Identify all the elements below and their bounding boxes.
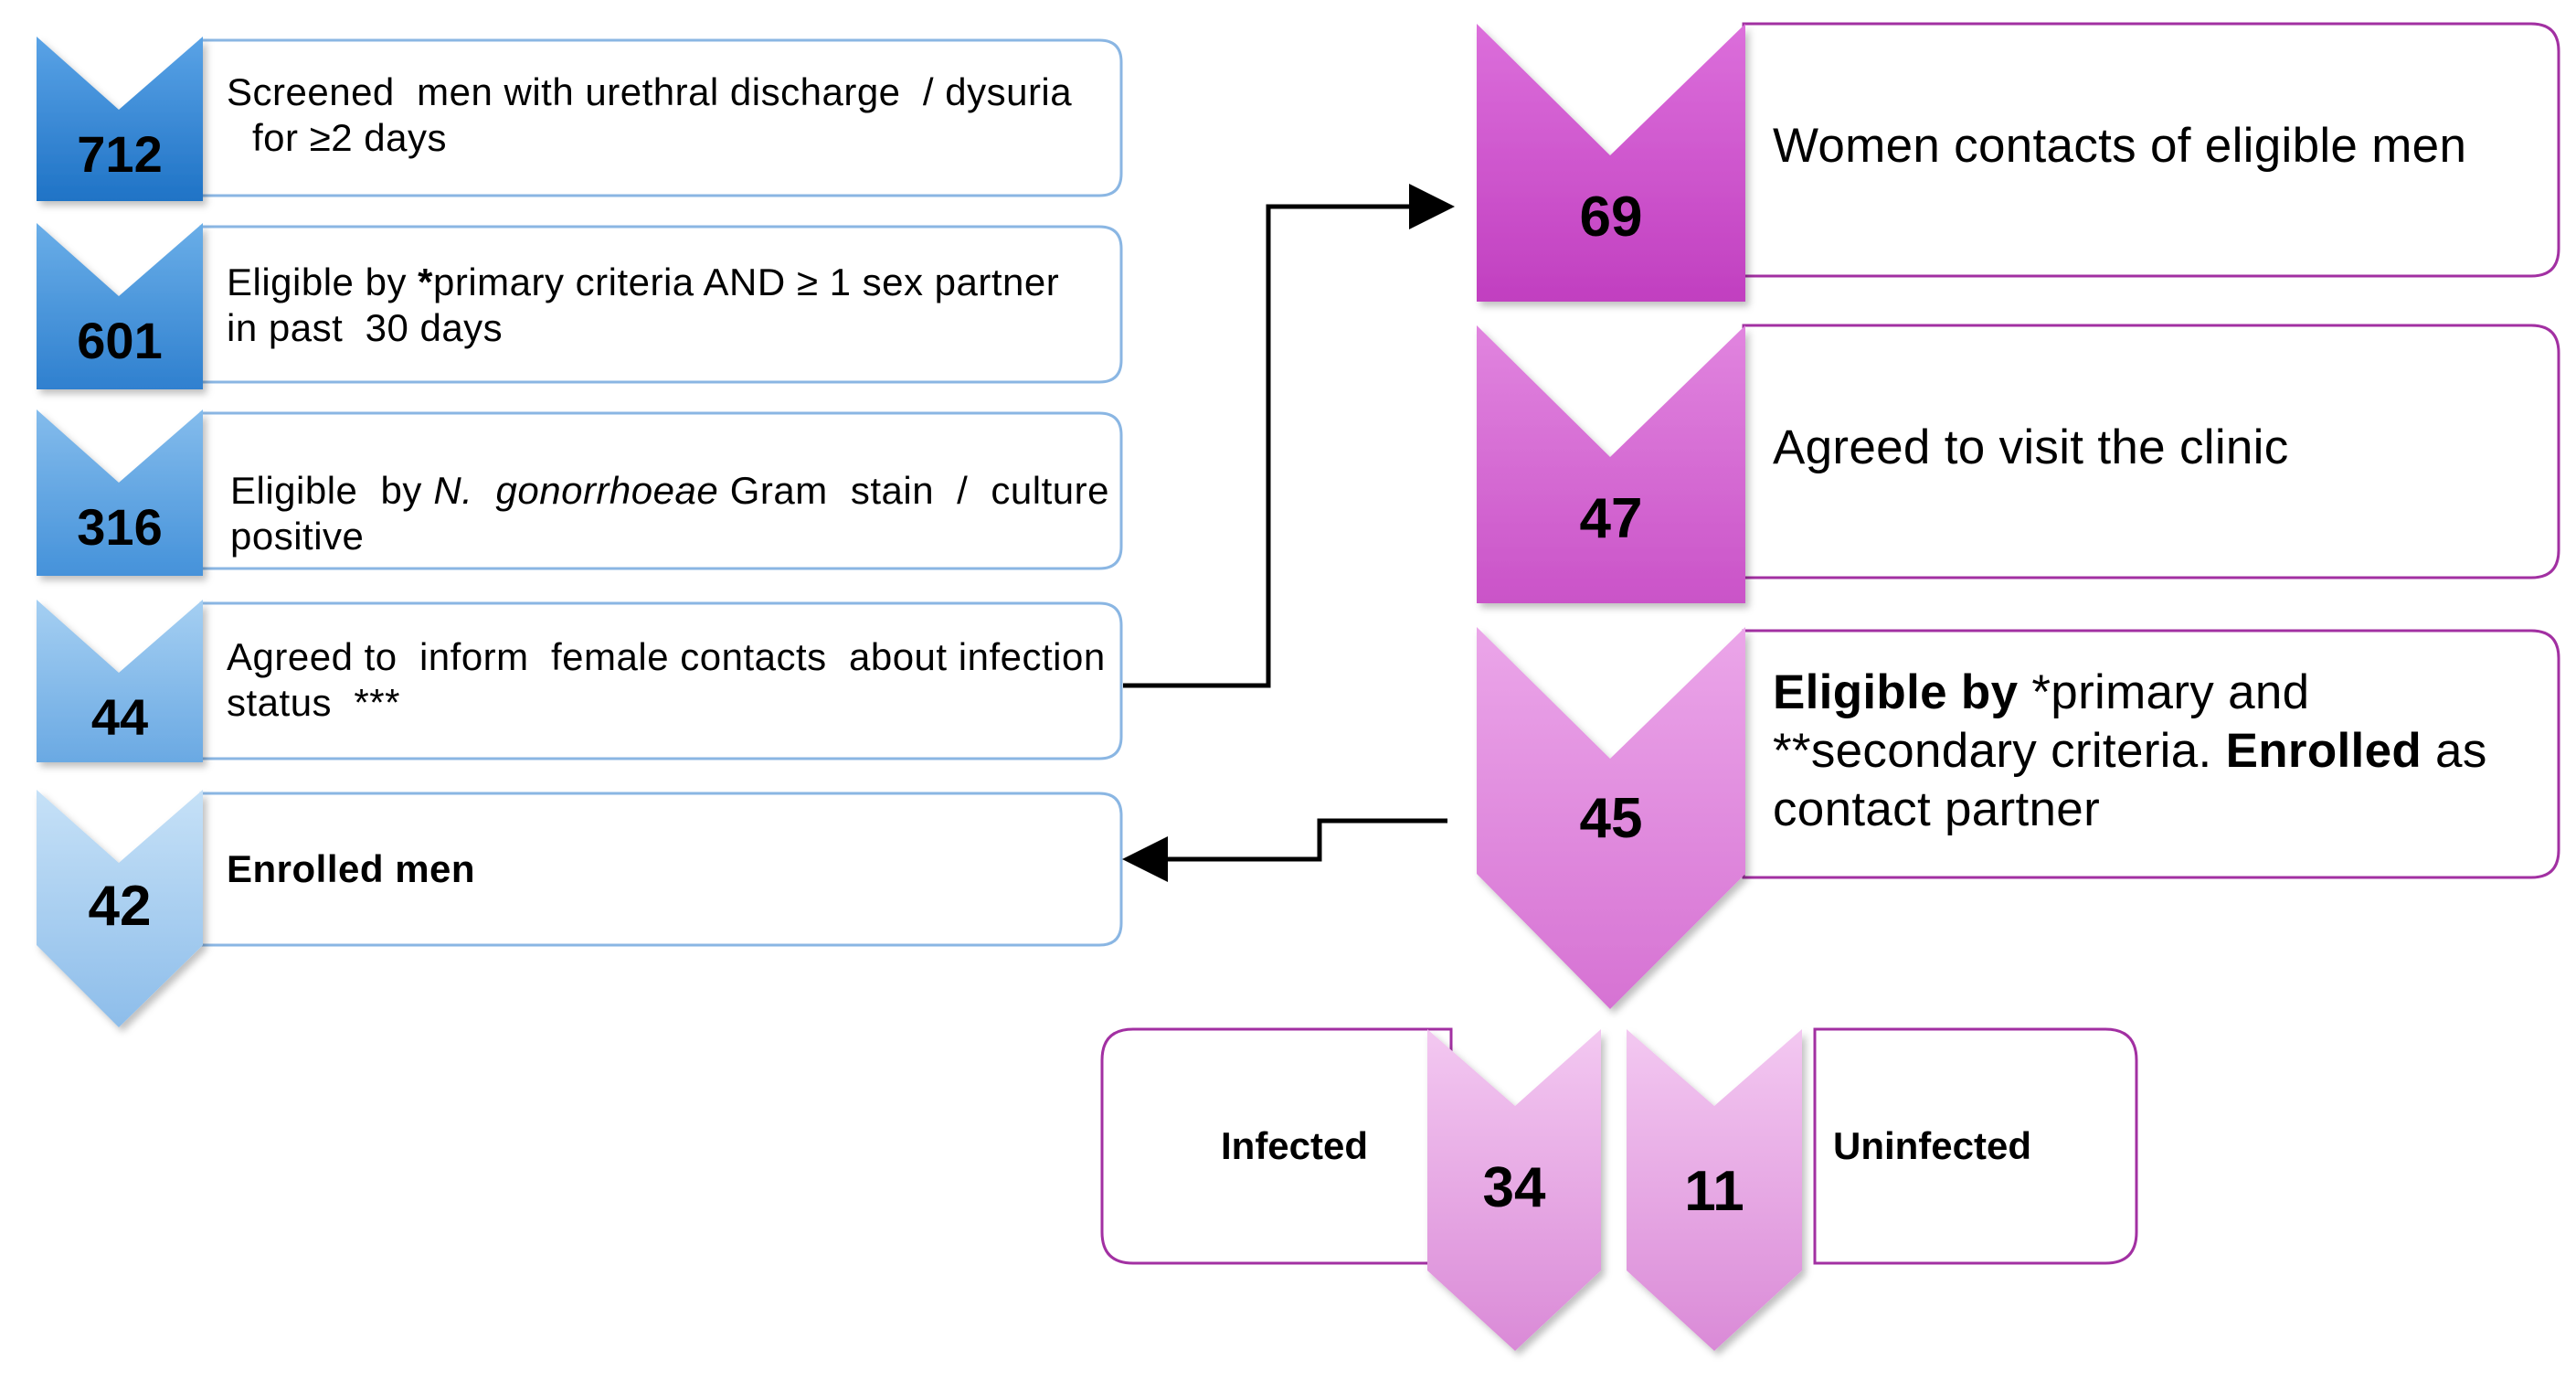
arrow-to-enrolled-men (1122, 818, 1447, 882)
text-agreed-inform: Agreed to inform female contacts about i… (227, 634, 1106, 726)
text-enrolled-men: Enrolled men (227, 847, 476, 890)
count-34: 34 (1482, 1156, 1546, 1219)
text-agreed-inform-line2: status *** (227, 681, 400, 724)
text-primary-and: *primary and (2018, 665, 2310, 719)
count-45: 45 (1579, 787, 1643, 850)
box-enrolled-men (199, 792, 1123, 947)
text-screened: Screened men with urethral discharge / d… (227, 69, 1095, 161)
count-44: 44 (90, 688, 149, 746)
text-eligible-by-bold: Eligible by (1773, 665, 2019, 719)
box-agreed-inform (199, 601, 1123, 760)
chevron-42 (37, 790, 203, 1027)
text-agreed-inform-line1: Agreed to inform female contacts about i… (227, 635, 1106, 678)
count-316: 316 (77, 498, 163, 556)
text-eligible-women-line2: **secondary criteria. Enrolled as (1773, 722, 2540, 781)
box-eligible-women (1742, 629, 2560, 879)
box-uninfected (1813, 1027, 2138, 1265)
chevron-712 (37, 37, 203, 201)
chevron-601 (37, 223, 203, 389)
text-eligible-rest: primary criteria AND ≥ 1 sex partner (432, 260, 1060, 303)
count-42: 42 (88, 875, 152, 938)
chevron-44 (37, 600, 203, 762)
text-eligible-women-line3: contact partner (1773, 782, 2101, 836)
text-eligible-women: Eligible by *primary and **secondary cri… (1773, 664, 2540, 839)
text-uninfected: Uninfected (1833, 1124, 2032, 1167)
chevron-316 (37, 409, 203, 576)
text-asterisk: * (418, 260, 433, 303)
text-eligible-gram-line1: Eligible by N. gonorrhoeae Gram stain / … (230, 468, 1109, 514)
count-69: 69 (1579, 186, 1643, 249)
box-agreed-visit (1742, 324, 2560, 579)
text-women-contacts: Women contacts of eligible men (1773, 119, 2467, 173)
chevron-47 (1477, 325, 1745, 603)
arrow-to-women-contacts (1123, 184, 1455, 688)
text-agreed-visit: Agreed to visit the clinic (1773, 420, 2289, 474)
box-women-contacts (1742, 22, 2560, 278)
chevron-11 (1627, 1029, 1802, 1351)
count-47: 47 (1579, 487, 1643, 550)
count-11: 11 (1684, 1160, 1744, 1223)
text-screened-line2: for ≥2 days (252, 116, 447, 159)
text-screened-line1: Screened men with urethral discharge / d… (227, 70, 1073, 113)
text-as: as (2422, 724, 2487, 778)
text-eligible-gram-line2: positive (230, 515, 365, 558)
box-eligible-primary (199, 225, 1123, 384)
text-secondary-criteria: **secondary criteria. (1773, 724, 2226, 778)
text-eligible-primary: Eligible by *primary criteria AND ≥ 1 se… (227, 260, 1106, 351)
box-eligible-gram (199, 411, 1123, 570)
box-infected (1100, 1027, 1453, 1265)
count-601: 601 (77, 312, 163, 369)
text-eligible-women-line1: Eligible by *primary and (1773, 664, 2540, 722)
text-eligible-gram: Eligible by N. gonorrhoeae Gram stain / … (230, 468, 1109, 559)
count-712: 712 (77, 125, 163, 183)
box-screened (199, 38, 1123, 197)
text-eligible-primary-line1: Eligible by *primary criteria AND ≥ 1 se… (227, 260, 1106, 305)
chevron-69 (1477, 24, 1745, 302)
text-gram-prefix: Eligible by (230, 469, 434, 512)
text-infected: Infected (1221, 1124, 1369, 1167)
text-gram-organism: N. gonorrhoeae (433, 469, 719, 512)
text-eligible-prefix: Eligible by (227, 260, 419, 303)
chevron-45 (1477, 627, 1745, 1009)
text-gram-rest: Gram stain / culture (718, 469, 1109, 512)
text-enrolled-bold: Enrolled (2225, 724, 2422, 778)
chevron-34 (1427, 1029, 1601, 1351)
text-eligible-primary-line2: in past 30 days (227, 306, 504, 349)
